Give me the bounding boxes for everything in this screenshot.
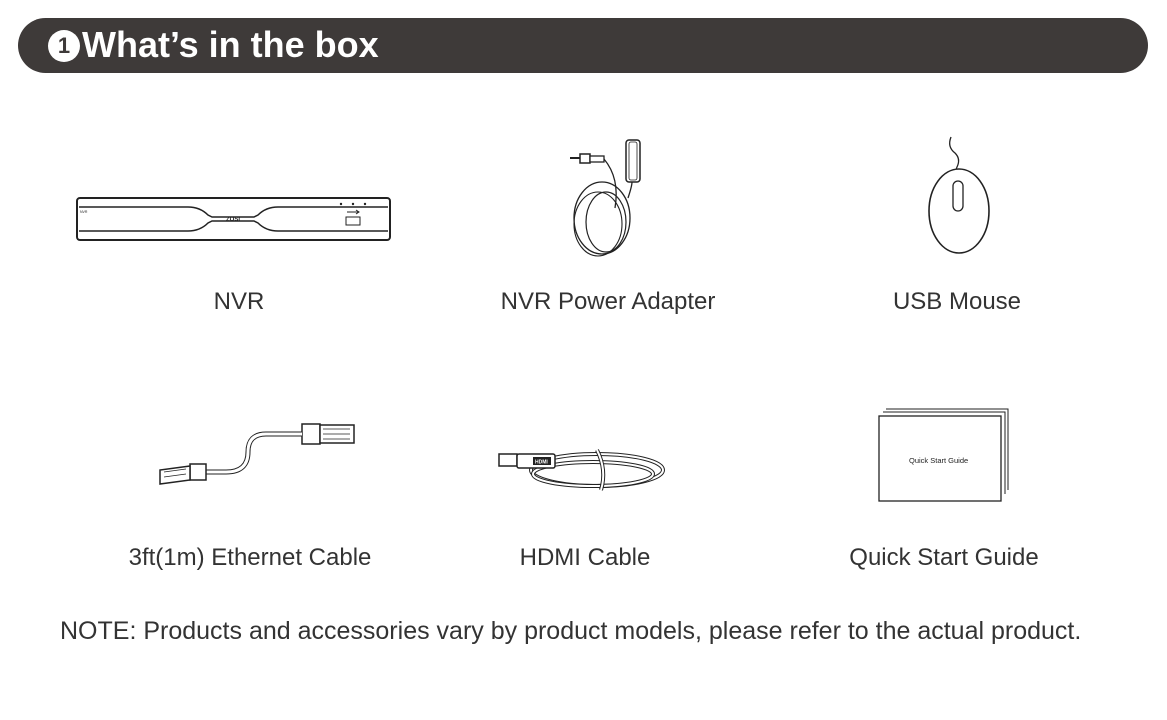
quick-start-guide-icon: Quick Start Guide xyxy=(878,408,1013,503)
item-label-usb-mouse: USB Mouse xyxy=(892,288,1022,315)
svg-text:NVR: NVR xyxy=(80,210,88,214)
usb-mouse-icon xyxy=(925,135,995,255)
svg-text:HDMI: HDMI xyxy=(535,460,548,466)
svg-text:ZOSI: ZOSI xyxy=(226,217,240,223)
nvr-icon: NVR ZOSI xyxy=(76,195,392,245)
hdmi-cable-icon: HDMI xyxy=(497,440,669,496)
item-label-ethernet-cable: 3ft(1m) Ethernet Cable xyxy=(128,544,372,571)
item-label-hdmi-cable: HDMI Cable xyxy=(519,544,651,571)
section-header: 1 What’s in the box xyxy=(18,18,1148,73)
svg-text:Quick Start Guide: Quick Start Guide xyxy=(909,456,968,465)
note-text: NOTE: Products and accessories vary by p… xyxy=(60,617,1082,645)
section-number-badge: 1 xyxy=(48,30,80,62)
item-label-nvr: NVR xyxy=(213,288,265,315)
power-adapter-icon xyxy=(560,138,655,260)
item-label-quick-start-guide: Quick Start Guide xyxy=(849,544,1039,571)
item-label-power-adapter: NVR Power Adapter xyxy=(500,288,716,315)
ethernet-cable-icon xyxy=(156,420,361,492)
section-title: What’s in the box xyxy=(82,24,379,65)
